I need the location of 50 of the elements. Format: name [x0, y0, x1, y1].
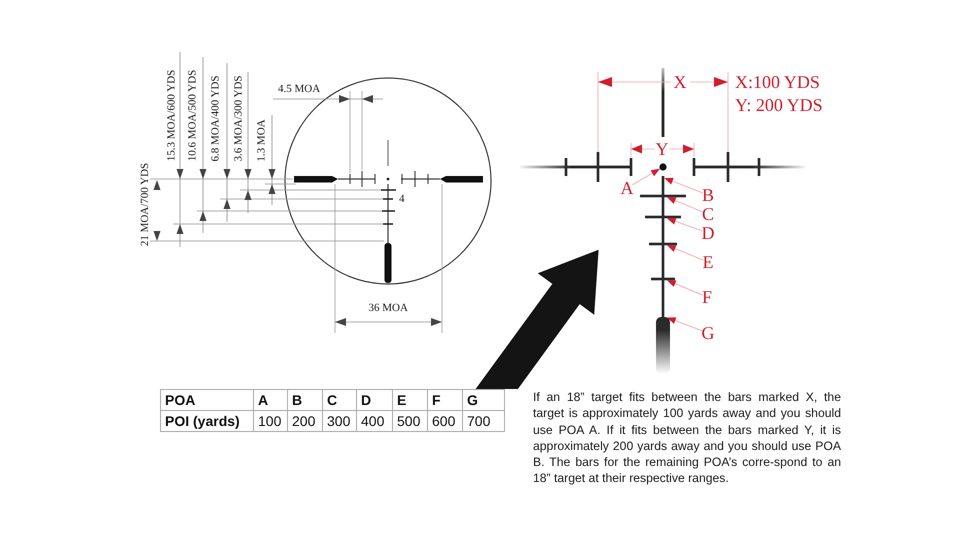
callout-letter: C	[702, 205, 714, 223]
explanation-paragraph: If an 18” target fits between the bars marked X, the target is approximately 100 yards away and you should use POA A. If it fits between the bars marked Y, it is approximately 200 yards away and you should use POA B. The bars for the remaining POA’s corre-spond to an 18” target at their respective ranges.	[533, 389, 841, 487]
range-note: X:100 YDS	[735, 73, 820, 91]
table-cell: 700	[462, 410, 504, 432]
table-header-cell: C	[322, 390, 356, 410]
leader-line	[666, 244, 704, 261]
leader-line	[666, 280, 704, 296]
leader-line	[666, 317, 703, 332]
table-header-cell: F	[428, 390, 462, 410]
table-cell: 600	[428, 410, 462, 432]
callout-letter: G	[702, 324, 714, 342]
reticle-stem	[662, 176, 664, 320]
table-header-cell: A	[254, 390, 288, 410]
table-cell: 400	[356, 410, 392, 432]
reticle-crossbar	[640, 194, 686, 198]
callout-letter: B	[702, 186, 714, 204]
dimension-label: 15.3 MOA/600 YDS	[166, 69, 178, 161]
callout-letter: D	[702, 224, 714, 242]
leader-line	[664, 178, 704, 194]
reticle-crossbar	[649, 242, 677, 246]
dimension-label: 21 MOA/700 YDS	[140, 162, 151, 246]
dimension-label: 4.5 MOA	[278, 84, 320, 94]
table-header-cell: POA	[160, 390, 254, 410]
reticle-crossbar	[651, 278, 675, 280]
callout-letter: A	[620, 179, 634, 197]
table-cell: 200	[288, 410, 322, 432]
dimension-label: 1.3 MOA	[256, 118, 268, 162]
dimension-label: 3.6 MOA/300 YDS	[234, 74, 245, 162]
table-cell: 500	[392, 410, 428, 432]
dimension-label: 10.6 MOA/500 YDS	[187, 69, 198, 161]
table-cell: POI (yards)	[160, 410, 254, 432]
table-header-cell: D	[356, 390, 392, 410]
callout-letter: F	[702, 288, 712, 306]
dimension-label: Y	[656, 140, 668, 158]
dimension-label: 36 MOA	[368, 302, 408, 314]
leader-line	[666, 218, 703, 232]
table-header-cell: B	[288, 390, 322, 410]
leader-line	[666, 196, 704, 212]
table-cell: 100	[254, 410, 288, 432]
reticle-crossbar	[645, 216, 681, 218]
dimension-label: 6.8 MOA/400 YDS	[210, 74, 222, 162]
range-note: Y: 200 YDS	[735, 96, 823, 114]
tick-number: 4	[399, 194, 404, 204]
table-header-cell: G	[462, 390, 504, 410]
table-cell: 300	[322, 410, 356, 432]
table-header-cell: E	[392, 390, 428, 410]
aiming-dot	[659, 163, 667, 171]
callout-letter: E	[702, 253, 714, 271]
reticle-post	[656, 317, 670, 374]
dimension-label: X	[674, 73, 686, 91]
